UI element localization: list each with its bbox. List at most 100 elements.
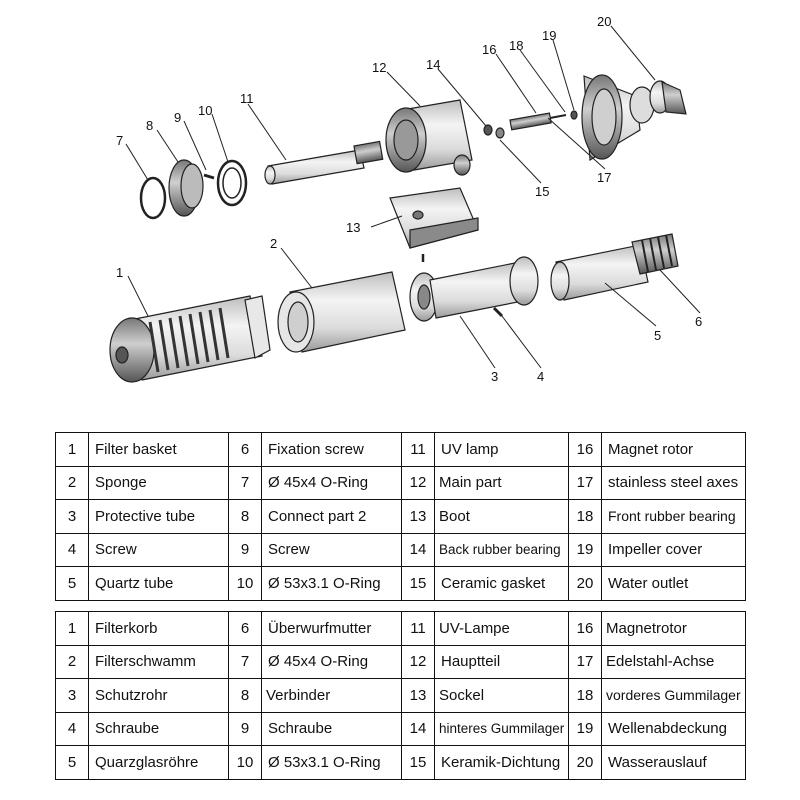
part-number-cell: 1 xyxy=(55,611,89,646)
part-fixation-screw xyxy=(631,233,679,275)
part-number-cell: 11 xyxy=(401,432,435,467)
part-number-cell: 18 xyxy=(568,678,602,713)
part-sponge xyxy=(277,271,406,353)
callout-12: 12 xyxy=(372,60,386,75)
part-name-cell: Water outlet xyxy=(601,566,746,601)
part-name-cell: Quarzglasröhre xyxy=(88,745,229,780)
part-name-cell: Wasserauslauf xyxy=(601,745,746,780)
callout-labels: 1 2 3 4 5 6 7 8 9 10 11 12 13 14 15 16 1… xyxy=(116,14,702,384)
part-number-cell: 5 xyxy=(55,566,89,601)
callout-6: 6 xyxy=(695,314,702,329)
part-name-cell: Überwurfmutter xyxy=(261,611,402,646)
part-number-cell: 2 xyxy=(55,465,89,500)
part-main-part xyxy=(385,99,473,176)
part-screw-4 xyxy=(492,306,504,318)
part-number-cell: 16 xyxy=(568,432,602,467)
part-number-cell: 10 xyxy=(228,566,262,601)
part-number-cell: 11 xyxy=(401,611,435,646)
part-name-cell: Wellenabdeckung xyxy=(601,711,746,746)
part-name-cell: Back rubber bearing xyxy=(434,532,569,567)
part-number-cell: 9 xyxy=(228,711,262,746)
part-number-cell: 13 xyxy=(401,678,435,713)
callout-17: 17 xyxy=(597,170,611,185)
part-protective-tube xyxy=(409,256,539,322)
part-front-rubber-bearing xyxy=(570,110,578,120)
callout-9: 9 xyxy=(174,110,181,125)
callout-14: 14 xyxy=(426,57,440,72)
part-name-cell: Sponge xyxy=(88,465,229,500)
part-name-cell: Schraube xyxy=(261,711,402,746)
part-name-cell: vorderes Gummilager xyxy=(601,678,746,713)
part-name-cell: UV-Lampe xyxy=(434,611,569,646)
part-number-cell: 8 xyxy=(228,499,262,534)
part-number-cell: 19 xyxy=(568,711,602,746)
part-number-cell: 12 xyxy=(401,465,435,500)
part-name-cell: Schraube xyxy=(88,711,229,746)
part-number-cell: 20 xyxy=(568,745,602,780)
part-name-cell: Ceramic gasket xyxy=(434,566,569,601)
part-number-cell: 2 xyxy=(55,644,89,679)
part-number-cell: 3 xyxy=(55,678,89,713)
part-quartz-tube xyxy=(550,244,649,301)
part-number-cell: 17 xyxy=(568,465,602,500)
part-number-cell: 14 xyxy=(401,711,435,746)
part-back-rubber-bearing xyxy=(483,124,493,136)
part-name-cell: Ø 45x4 O-Ring xyxy=(261,644,402,679)
callout-5: 5 xyxy=(654,328,661,343)
part-name-cell: Protective tube xyxy=(88,499,229,534)
callout-18: 18 xyxy=(509,38,523,53)
part-name-cell: Quartz tube xyxy=(88,566,229,601)
part-name-cell: Screw xyxy=(88,532,229,567)
part-o-ring-10-inner xyxy=(222,167,242,199)
part-number-cell: 13 xyxy=(401,499,435,534)
part-name-cell: Schutzrohr xyxy=(88,678,229,713)
part-name-cell: Hauptteil xyxy=(434,644,569,679)
part-o-ring-7 xyxy=(139,176,167,220)
exploded-view-diagram: 1 2 3 4 5 6 7 8 9 10 11 12 13 14 15 16 1… xyxy=(109,14,702,384)
part-name-cell: Boot xyxy=(434,499,569,534)
part-number-cell: 1 xyxy=(55,432,89,467)
part-number-cell: 6 xyxy=(228,611,262,646)
part-number-cell: 10 xyxy=(228,745,262,780)
part-name-cell: Main part xyxy=(434,465,569,500)
part-name-cell: Connect part 2 xyxy=(261,499,402,534)
part-filter-basket xyxy=(109,295,271,383)
callout-11: 11 xyxy=(240,91,254,106)
part-name-cell: hinteres Gummilager xyxy=(434,711,569,746)
part-number-cell: 7 xyxy=(228,644,262,679)
part-name-cell: Edelstahl-Achse xyxy=(601,644,746,679)
part-number-cell: 14 xyxy=(401,532,435,567)
part-uv-lamp xyxy=(264,140,384,185)
part-number-cell: 20 xyxy=(568,566,602,601)
callout-16: 16 xyxy=(482,42,496,57)
part-number-cell: 12 xyxy=(401,644,435,679)
callout-13: 13 xyxy=(346,220,360,235)
part-name-cell: Ø 53x3.1 O-Ring xyxy=(261,745,402,780)
part-number-cell: 5 xyxy=(55,745,89,780)
part-number-cell: 9 xyxy=(228,532,262,567)
callout-2: 2 xyxy=(270,236,277,251)
part-name-cell: Ø 45x4 O-Ring xyxy=(261,465,402,500)
part-name-cell: Impeller cover xyxy=(601,532,746,567)
part-name-cell: Fixation screw xyxy=(261,432,402,467)
part-name-cell: Front rubber bearing xyxy=(601,499,746,534)
part-number-cell: 19 xyxy=(568,532,602,567)
callout-4: 4 xyxy=(537,369,544,384)
callout-1: 1 xyxy=(116,265,123,280)
callout-20: 20 xyxy=(597,14,611,29)
callout-7: 7 xyxy=(116,133,123,148)
part-name-cell: Magnetrotor xyxy=(601,611,746,646)
part-number-cell: 16 xyxy=(568,611,602,646)
part-name-cell: Magnet rotor xyxy=(601,432,746,467)
part-number-cell: 15 xyxy=(401,566,435,601)
callout-10: 10 xyxy=(198,103,212,118)
